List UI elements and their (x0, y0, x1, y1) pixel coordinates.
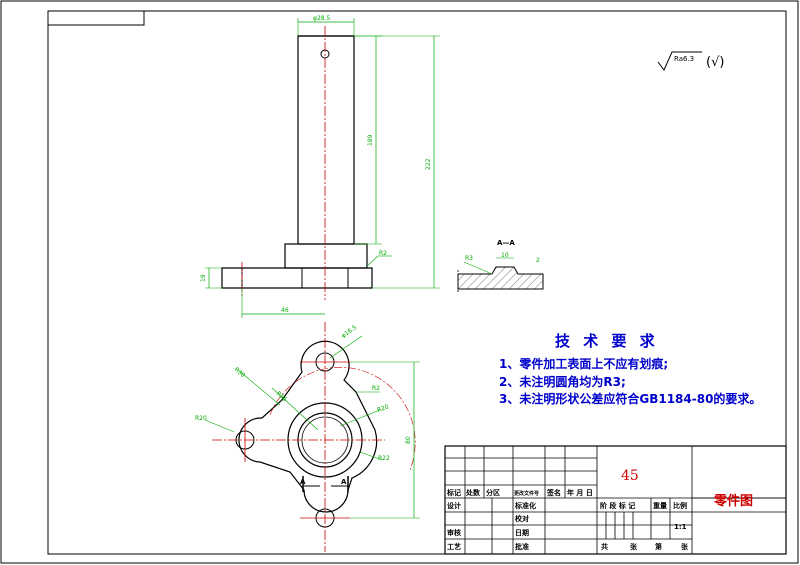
dim-r-bolt: R20 (376, 403, 390, 414)
tb-sheet-total: 共 (601, 542, 608, 551)
dim-r22: R22 (378, 455, 390, 462)
tb-sheet-no: 第 (655, 542, 662, 551)
section-a-a: A—A R3 10 2 (457, 239, 544, 292)
tb-scale-value: 1:1 (674, 523, 687, 531)
tb-label-weight: 重量 (653, 501, 667, 510)
roughness-symbol: Ra6.3 (√) (657, 51, 724, 71)
code-box (47, 10, 145, 26)
dim-r-small: R2 (372, 385, 380, 392)
dim-fillet: R2 (379, 250, 387, 257)
tb-label-mark: 标记 (446, 488, 461, 497)
tb-sheet-unit1: 张 (630, 542, 638, 551)
section-dim-r3: R3 (465, 255, 473, 262)
title-block-text: 45 零件图 标记 处数 分区 更改文件号 签名 年 月 日 设计 标准化 审核… (446, 468, 753, 551)
technical-notes: 技 术 要 求 1、零件加工表面上不应有划痕; 2、未注明圆角均为R3; 3、未… (499, 332, 761, 406)
dim-shaft-diameter: φ28.5 (313, 15, 331, 22)
section-label: A—A (497, 239, 515, 247)
hub (284, 243, 368, 269)
front-view: φ28.5 189 222 19 R2 46 (200, 15, 440, 318)
shaft-body (297, 35, 355, 245)
section-dim-10: 10 (501, 252, 509, 259)
drawing-name: 零件图 (713, 493, 753, 509)
tb-label-review: 审核 (447, 528, 461, 537)
material: 45 (621, 468, 639, 484)
dim-offset: 46 (281, 307, 289, 314)
tb-label-date: 年 月 日 (567, 488, 593, 497)
tb-label-count: 处数 (465, 488, 481, 497)
tb-label-sign: 签名 (546, 488, 561, 497)
note-1: 1、零件加工表面上不应有划痕; (499, 356, 668, 371)
roughness-value: Ra6.3 (674, 55, 694, 63)
tb-label-change: 更改文件号 (514, 490, 539, 497)
tb-label-approve: 批准 (515, 542, 529, 551)
tb-label-check: 校对 (515, 514, 529, 523)
tb-label-standard: 标准化 (514, 501, 536, 510)
tb-sheet-unit2: 张 (681, 542, 689, 551)
dim-center-dist: 80 (405, 436, 412, 444)
roughness-suffix: (√) (706, 55, 724, 70)
tb-label-process: 工艺 (447, 542, 461, 551)
cut-label-left: A (300, 478, 306, 486)
section-profile (457, 266, 544, 290)
dim-hole-diameter: φ16.5 (340, 324, 358, 340)
note-2: 2、未注明圆角均为R3; (499, 374, 626, 389)
top-view: A A φ16.5 R30 R56 R2 R20 R20 R22 80 (195, 322, 420, 552)
dim-shaft-length: 189 (367, 134, 374, 146)
tb-label-stage: 阶 段 标 记 (600, 501, 635, 510)
tb-label-design: 设计 (447, 501, 461, 510)
note-3: 3、未注明形状公差应符合GB1184-80的要求。 (499, 391, 761, 406)
dim-total-height: 222 (425, 158, 432, 170)
drawing-frame (47, 10, 787, 555)
tb-label-scale: 比例 (673, 501, 687, 510)
flange (221, 267, 373, 289)
section-dim-2: 2 (536, 257, 540, 264)
dim-r-left: R30 (233, 366, 247, 379)
dim-flange-thickness: 19 (200, 274, 207, 282)
tb-label-zone: 分区 (486, 488, 500, 497)
title-block (444, 445, 787, 555)
dim-r-left-small: R20 (195, 415, 207, 422)
cut-label-right: A (341, 478, 347, 486)
tb-label-date2: 日期 (515, 528, 529, 537)
notes-title: 技 术 要 求 (555, 332, 659, 350)
